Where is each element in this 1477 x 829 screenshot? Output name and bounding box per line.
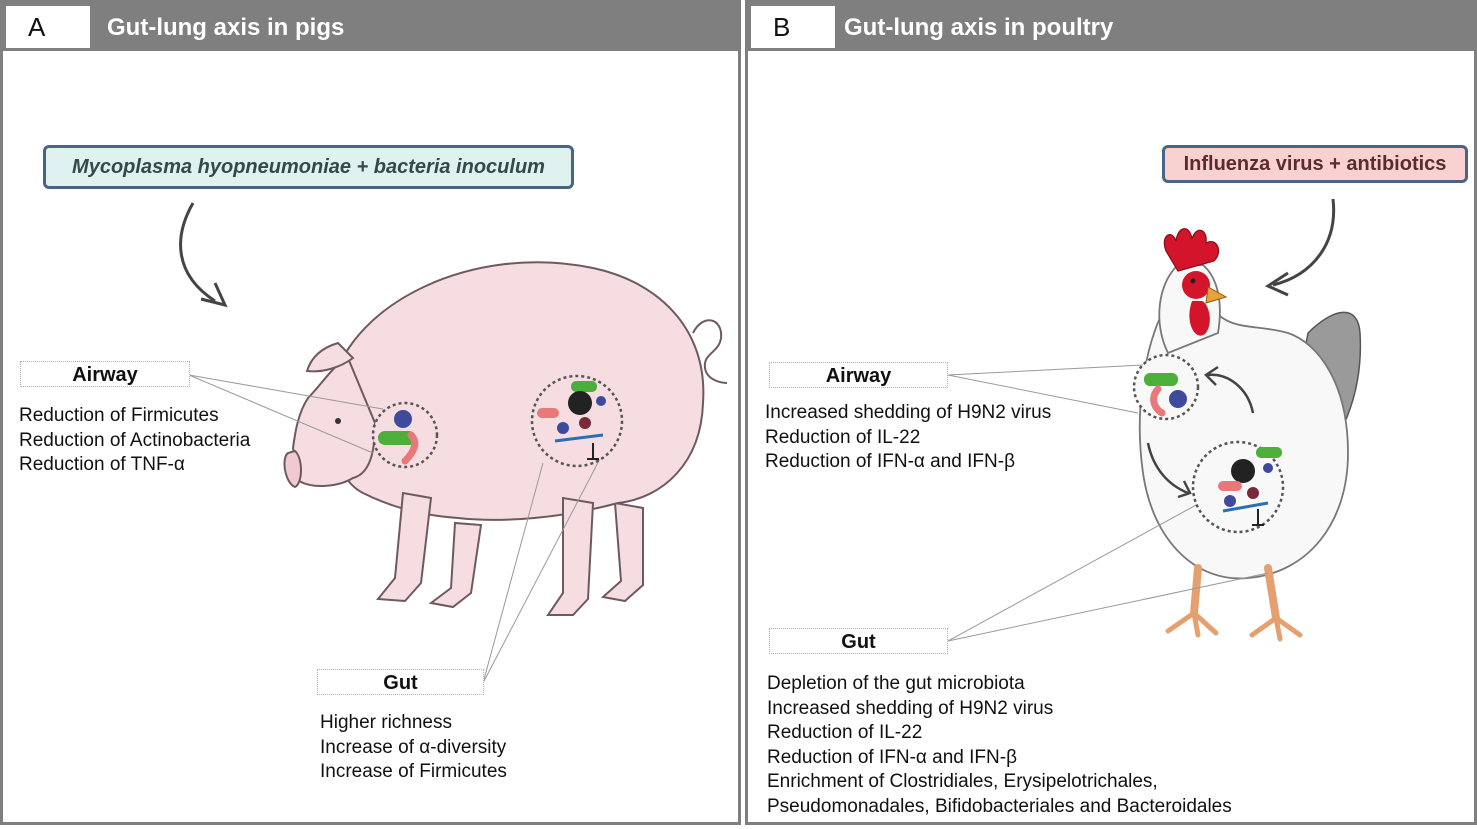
pig-inoculum-label: Mycoplasma hyopneumoniae + bacteria inoc… xyxy=(43,145,574,189)
pig-gut-effect-3: Increase of Firmicutes xyxy=(320,761,507,782)
poultry-gut-label: Gut xyxy=(769,628,948,654)
curved-arrow-icon xyxy=(1264,198,1336,297)
airway-microbiota-icon xyxy=(1132,353,1200,421)
rooster-artwork xyxy=(947,198,1362,642)
poultry-gut-effect-5: Enrichment of Clostridiales, Erysipelotr… xyxy=(767,771,1158,792)
airway-connector-lines xyxy=(188,374,384,454)
pig-airway-effect-2: Reduction of Actinobacteria xyxy=(19,429,251,451)
gut-connector-lines xyxy=(947,492,1269,642)
pig-airway-effects: Reduction of Firmicutes Reduction of Act… xyxy=(19,404,250,478)
pig-gut-effects: Higher richness Increase of α-diversity … xyxy=(320,711,507,785)
poultry-airway-effects: Increased shedding of H9N2 virus Reducti… xyxy=(765,401,1051,475)
poultry-airway-label: Airway xyxy=(769,362,948,388)
panel-b: B Gut-lung axis in poultry xyxy=(745,0,1477,825)
panel-a: A Gut-lung axis in pigs xyxy=(0,0,741,825)
airway-connector-lines xyxy=(947,364,1144,414)
poultry-airway-effect-3: Reduction of IFN-α and IFN-β xyxy=(765,451,1015,472)
panel-a-title: Gut-lung axis in pigs xyxy=(107,14,345,41)
panel-b-letter: B xyxy=(751,6,835,48)
poultry-gut-effect-4: Reduction of IFN-α and IFN-β xyxy=(767,746,1017,768)
poultry-gut-effects: Depletion of the gut microbiota Increase… xyxy=(767,672,1232,819)
poultry-inoculum-label: Influenza virus + antibiotics xyxy=(1162,145,1468,183)
airway-microbiota-icon xyxy=(371,401,439,469)
pig-airway-effect-3: Reduction of TNF-α xyxy=(19,454,185,475)
pig-airway-effect-1: Reduction of Firmicutes xyxy=(19,405,219,426)
gut-connector-lines xyxy=(482,452,604,684)
panel-b-title: Gut-lung axis in poultry xyxy=(844,14,1114,41)
pig-airway-label: Airway xyxy=(20,361,190,387)
poultry-gut-effect-3: Reduction of IL-22 xyxy=(767,722,923,743)
panel-b-header: B Gut-lung axis in poultry xyxy=(748,3,1474,51)
poultry-airway-effect-1: Increased shedding of H9N2 virus xyxy=(765,402,1052,423)
poultry-airway-effect-2: Reduction of IL-22 xyxy=(765,426,921,448)
curved-arrow-icon xyxy=(179,202,228,308)
rooster-illustration xyxy=(1138,228,1362,642)
poultry-gut-effect-6: Pseudomonadales, Bifidobacteriales and B… xyxy=(767,795,1232,817)
gut-microbiota-icon xyxy=(1191,440,1285,534)
panel-a-header: A Gut-lung axis in pigs xyxy=(3,3,738,51)
axis-arrows xyxy=(1146,365,1255,499)
poultry-gut-effect-2: Increased shedding of H9N2 virus xyxy=(767,697,1054,719)
gut-microbiota-icon xyxy=(530,374,624,468)
panel-a-letter: A xyxy=(6,6,90,48)
pig-gut-effect-2: Increase of α-diversity xyxy=(320,736,507,758)
poultry-gut-effect-1: Depletion of the gut microbiota xyxy=(767,673,1025,694)
pig-gut-effect-1: Higher richness xyxy=(320,712,452,733)
pig-illustration xyxy=(283,261,728,616)
pig-artwork xyxy=(179,202,728,684)
pig-gut-label: Gut xyxy=(317,669,484,695)
